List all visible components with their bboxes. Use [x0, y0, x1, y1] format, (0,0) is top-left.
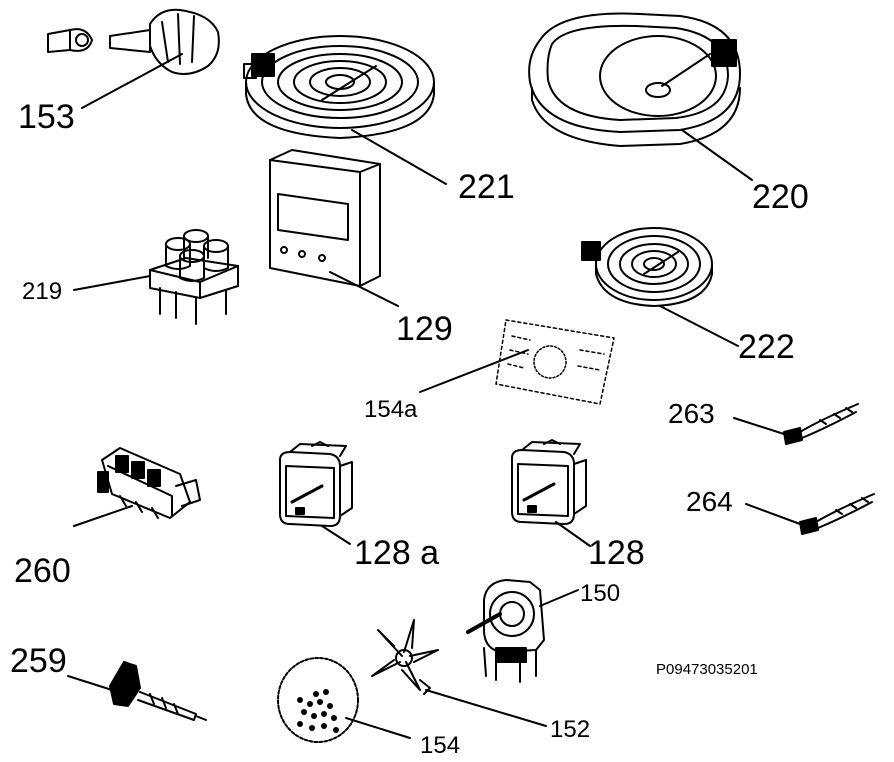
label-222: 222 [738, 328, 795, 366]
sensor-rod-259 [109, 661, 207, 721]
leader-222 [659, 305, 739, 347]
leader-263 [733, 417, 785, 435]
reference-code: P09473035201 [656, 661, 758, 678]
knob-part-153 [47, 8, 220, 75]
label-264: 264 [686, 486, 733, 517]
hob-element-222 [581, 227, 713, 307]
label-154a: 154a [364, 396, 418, 423]
leader-219 [73, 275, 151, 291]
lamp-cover-154 [277, 657, 359, 743]
label-129: 129 [396, 310, 453, 348]
hob-element-220 [528, 12, 741, 147]
leader-260 [73, 505, 133, 527]
leader-129 [329, 271, 399, 307]
label-221: 221 [458, 168, 515, 206]
fan-blade-152 [371, 619, 439, 695]
leader-221 [351, 129, 447, 185]
label-260: 260 [14, 552, 71, 590]
leader-264 [745, 503, 801, 525]
label-152: 152 [550, 716, 591, 743]
leader-152 [425, 689, 547, 727]
leader-153 [81, 53, 183, 109]
leader-259 [67, 675, 113, 691]
sensor-263 [783, 403, 859, 445]
fan-motor-150 [466, 579, 545, 683]
sensor-264 [799, 493, 875, 535]
label-154: 154 [420, 732, 461, 759]
leader-150 [539, 589, 579, 607]
sticker-154a [495, 319, 615, 405]
leader-128a [321, 525, 351, 545]
label-263: 263 [668, 398, 715, 429]
timer-module-129 [269, 149, 381, 287]
leader-154 [345, 717, 411, 739]
capacitor-block-219 [149, 229, 239, 325]
thermostat-128 [511, 439, 587, 525]
label-128: 128 [588, 534, 645, 572]
leader-128 [555, 521, 591, 547]
label-128a: 128 a [354, 534, 440, 572]
label-259: 259 [10, 642, 67, 680]
leader-220 [681, 129, 753, 181]
label-219: 219 [22, 278, 63, 305]
selector-switch-260 [97, 447, 201, 519]
label-220: 220 [752, 178, 809, 216]
label-150: 150 [580, 580, 621, 607]
thermostat-128a [279, 441, 353, 527]
hob-element-221 [243, 35, 435, 139]
label-153: 153 [18, 98, 75, 136]
leader-154a [419, 349, 529, 393]
